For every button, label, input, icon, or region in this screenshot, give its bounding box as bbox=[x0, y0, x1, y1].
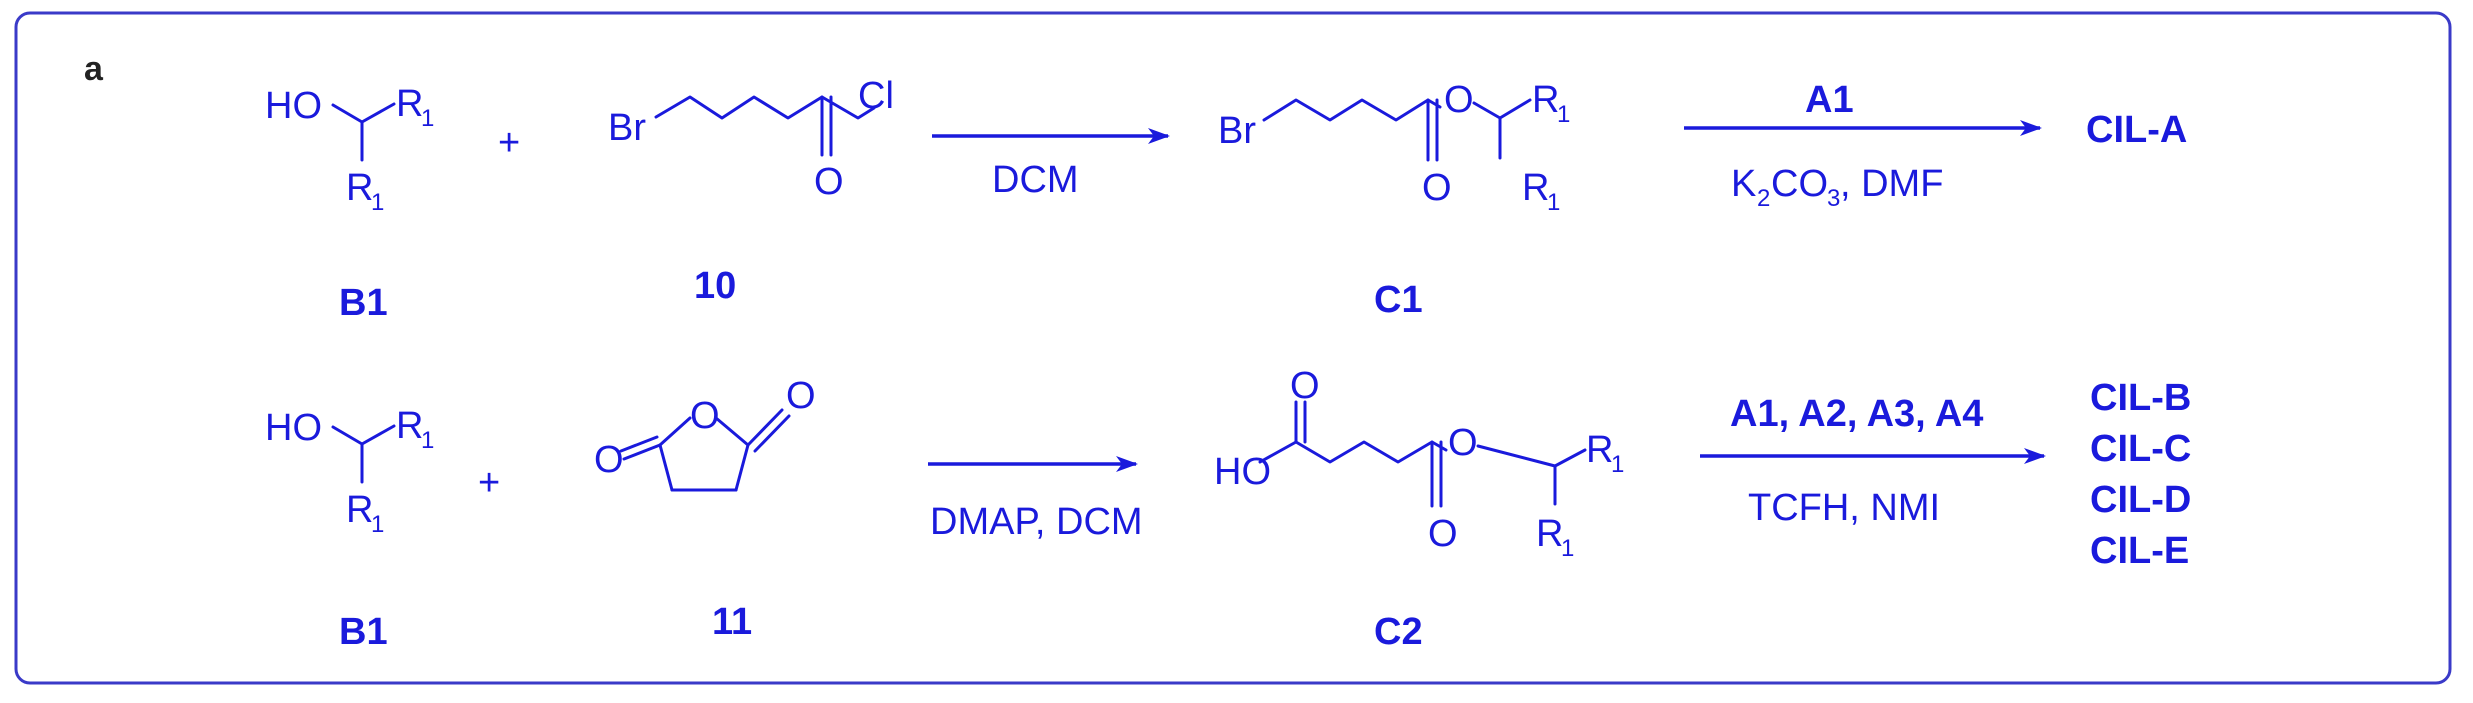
c11-ring-o: O bbox=[690, 395, 720, 437]
c10-cl: Cl bbox=[858, 75, 894, 117]
c1-structure: Br O O R 1 R 1 bbox=[1218, 79, 1570, 216]
compound-11-structure: O O O bbox=[594, 375, 816, 492]
plus-row2: + bbox=[478, 462, 500, 504]
c2-r1-bottom: R bbox=[1536, 513, 1563, 555]
product-cil-e: CIL-E bbox=[2090, 530, 2189, 572]
label-10: 10 bbox=[694, 265, 736, 307]
label-b1-row2: B1 bbox=[339, 611, 388, 653]
c2-structure: HO O O O R 1 R 1 bbox=[1214, 365, 1624, 562]
c10-br: Br bbox=[608, 107, 646, 149]
label-c1: C1 bbox=[1374, 279, 1423, 321]
b1-ho-row2: HO bbox=[265, 407, 322, 449]
c1-ester-o: O bbox=[1444, 79, 1474, 121]
c11-o-right: O bbox=[786, 375, 816, 417]
c11-o-left: O bbox=[594, 439, 624, 481]
label-c2: C2 bbox=[1374, 611, 1423, 653]
plus-row1: + bbox=[498, 122, 520, 164]
compound-10-structure: Br Cl O bbox=[608, 75, 894, 203]
svg-text:1: 1 bbox=[1611, 451, 1624, 478]
panel-label: a bbox=[84, 50, 104, 88]
c2-carbonyl-o: O bbox=[1428, 513, 1458, 555]
c10-o: O bbox=[814, 161, 844, 203]
b1-r1-bottom: R bbox=[346, 167, 373, 209]
arrow1-condition: DCM bbox=[992, 159, 1079, 201]
c1-r1-top: R bbox=[1532, 79, 1559, 121]
b1-r1-bottom-row2: R bbox=[346, 489, 373, 531]
svg-text:3: 3 bbox=[1827, 185, 1840, 212]
svg-text:K: K bbox=[1731, 163, 1756, 205]
product-cil-a: CIL-A bbox=[2086, 109, 2187, 151]
b1-r1-top-row2: R bbox=[396, 405, 423, 447]
c1-r1-bottom: R bbox=[1522, 167, 1549, 209]
c2-ho: HO bbox=[1214, 451, 1271, 493]
arrow2-condition: K 2 CO 3 , DMF bbox=[1731, 163, 1943, 212]
b1-structure-row2: HO R 1 R 1 bbox=[265, 405, 434, 538]
svg-text:1: 1 bbox=[421, 427, 434, 454]
svg-text:2: 2 bbox=[1757, 185, 1770, 212]
label-b1-row1: B1 bbox=[339, 282, 388, 324]
arrow4-reagents: A1, A2, A3, A4 bbox=[1730, 393, 1983, 435]
b1-ho: HO bbox=[265, 85, 322, 127]
figure-frame bbox=[14, 11, 2452, 685]
arrow2-reagent: A1 bbox=[1805, 79, 1854, 121]
svg-text:1: 1 bbox=[1557, 101, 1570, 128]
svg-text:1: 1 bbox=[371, 511, 384, 538]
product-cil-c: CIL-C bbox=[2090, 428, 2191, 470]
label-11: 11 bbox=[712, 601, 752, 643]
c2-r1-top: R bbox=[1586, 429, 1613, 471]
arrow4-condition: TCFH, NMI bbox=[1748, 487, 1940, 529]
svg-text:1: 1 bbox=[421, 105, 434, 132]
products-row2: CIL-B CIL-C CIL-D CIL-E bbox=[2090, 377, 2191, 572]
b1-structure-row1: HO R 1 R 1 bbox=[265, 83, 434, 216]
c1-carbonyl-o: O bbox=[1422, 167, 1452, 209]
product-cil-b: CIL-B bbox=[2090, 377, 2191, 419]
c1-br: Br bbox=[1218, 110, 1256, 152]
svg-text:CO: CO bbox=[1771, 163, 1828, 205]
c2-ester-o: O bbox=[1448, 422, 1478, 464]
c2-o-top: O bbox=[1290, 365, 1320, 407]
product-cil-d: CIL-D bbox=[2090, 479, 2191, 521]
b1-r1-top: R bbox=[396, 83, 423, 125]
svg-text:, DMF: , DMF bbox=[1840, 163, 1943, 205]
svg-text:1: 1 bbox=[1561, 535, 1574, 562]
arrow3-condition: DMAP, DCM bbox=[930, 501, 1143, 543]
svg-text:1: 1 bbox=[1547, 189, 1560, 216]
svg-text:1: 1 bbox=[371, 189, 384, 216]
